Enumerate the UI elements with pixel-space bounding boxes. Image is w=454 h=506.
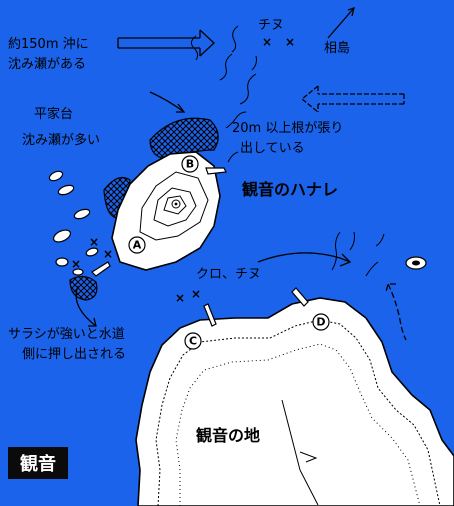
wave-lines — [190, 25, 385, 277]
label-offshore-reef-2: 沈み瀬がある — [8, 57, 87, 72]
point-marker-a: A — [128, 236, 146, 254]
svg-text:C: C — [189, 335, 197, 348]
island-contour — [139, 171, 209, 241]
current-arrows — [75, 7, 407, 341]
submerged-rocks — [48, 170, 427, 276]
label-roots-1: 20m 以上根が張り — [232, 121, 344, 136]
x-mark: × — [71, 257, 81, 271]
island-summit — [171, 199, 181, 209]
mainland — [135, 297, 454, 506]
x-mark: × — [285, 35, 295, 49]
reef-hatched — [149, 117, 219, 161]
svg-text:A: A — [133, 239, 142, 252]
terrain-line — [281, 399, 301, 471]
x-mark: × — [191, 287, 201, 301]
x-mark: × — [89, 235, 99, 249]
label-kuro-chinu: クロ、チヌ — [196, 267, 262, 282]
point-marker-d: D — [312, 313, 330, 331]
terrain-line — [299, 451, 318, 463]
label-current-1: サラシが強いと水道 — [8, 327, 125, 342]
label-roots-2: 出している — [240, 141, 305, 156]
label-offshore-reef-1: 約150m 沖に — [8, 37, 89, 52]
svg-text:B: B — [186, 158, 194, 171]
boat-icons — [91, 167, 309, 327]
x-mark: × — [103, 247, 113, 261]
label-aijima: 相島 — [324, 41, 351, 56]
label-heike-2: 沈み瀬が多い — [22, 133, 101, 148]
svg-text:D: D — [316, 316, 325, 329]
x-mark: × — [262, 35, 272, 49]
label-land: 観音の地 — [196, 426, 261, 445]
point-marker-c: C — [184, 332, 202, 350]
terrain-line — [299, 469, 319, 506]
x-mark: × — [175, 291, 185, 305]
point-marker-b: B — [181, 155, 199, 173]
island-contour — [163, 195, 187, 215]
reef-hatched — [69, 275, 98, 301]
island-contour — [153, 187, 197, 227]
mainland-contour-1 — [155, 319, 441, 506]
label-heike-1: 平家台 — [34, 107, 74, 122]
label-hanare: 観音のハナレ — [242, 180, 339, 199]
label-current-2: 側に押し出される — [22, 347, 127, 362]
map-title-badge: 観音 — [8, 447, 68, 479]
label-chinu-top: チヌ — [258, 18, 285, 33]
